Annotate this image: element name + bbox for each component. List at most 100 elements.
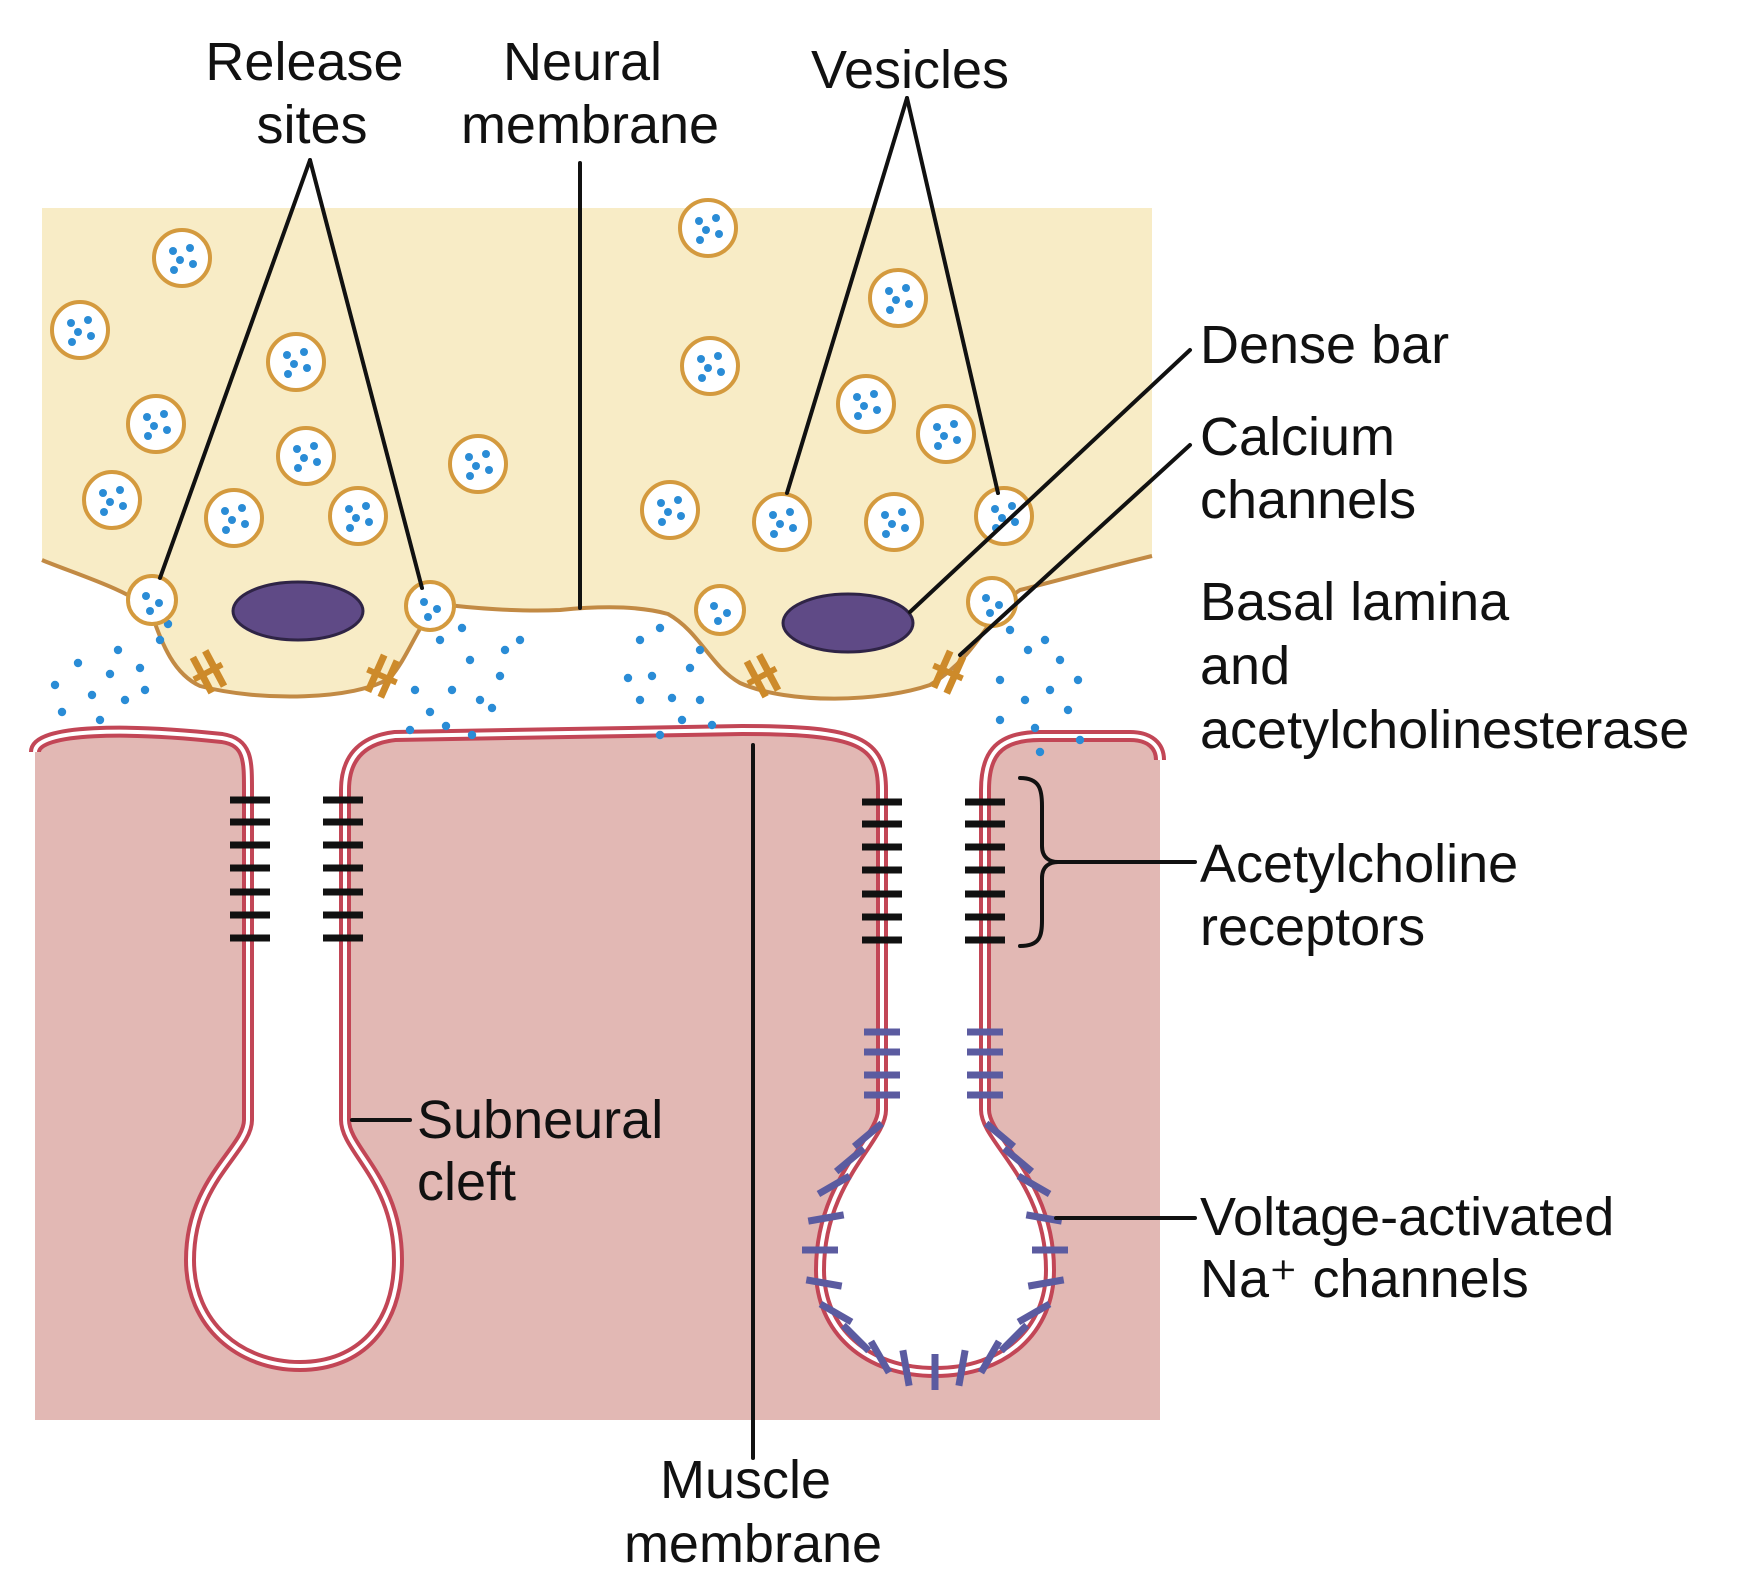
acetylcholine-dot xyxy=(176,256,184,264)
acetylcholine-dot xyxy=(940,432,948,440)
acetylcholine-dot xyxy=(1023,645,1033,655)
sodium-channel-icon xyxy=(955,1349,969,1387)
acetylcholine-dot xyxy=(303,364,311,372)
acetylcholine-dot xyxy=(120,695,130,705)
acetylcholine-dot xyxy=(99,489,107,497)
acetylcholine-dot xyxy=(170,266,178,274)
sodium-channel-bar xyxy=(1032,1246,1068,1254)
vesicle-icon xyxy=(448,434,508,494)
fusing-vesicle xyxy=(966,576,1018,628)
acetylcholine-dot xyxy=(465,655,475,665)
acetylcholine-dot xyxy=(424,613,432,621)
sodium-channel-bar xyxy=(1016,1300,1052,1326)
sodium-channel-icon xyxy=(977,1339,1003,1375)
acetylcholine-dot xyxy=(1008,502,1016,510)
sodium-channel-icon xyxy=(1027,1276,1065,1290)
acetylcholine-dot xyxy=(420,598,428,606)
leader-release-sites-right xyxy=(308,158,424,590)
acetylcholine-dot xyxy=(466,472,474,480)
vesicles-group xyxy=(50,198,1034,636)
acetylcholine-dot xyxy=(74,328,82,336)
sodium-channel-bar xyxy=(818,1300,854,1326)
acetylcholine-dot xyxy=(1030,723,1040,733)
sodium-channel-bar xyxy=(977,1339,1003,1375)
sodium-channel-bar xyxy=(955,1349,969,1387)
acetylcholine-dot xyxy=(655,730,665,740)
acetylcholine-dot xyxy=(68,338,76,346)
acetylcholine-dot xyxy=(934,442,942,450)
sodium-channel-bar xyxy=(867,1339,893,1375)
acetylcholine-dot xyxy=(447,685,457,695)
sodium-channel-icon xyxy=(802,1246,838,1254)
acetylcholine-dot xyxy=(84,316,92,324)
vesicle-icon xyxy=(974,486,1034,546)
acetylcholine-dot xyxy=(667,693,677,703)
acetylcholine-dot xyxy=(310,442,318,450)
acetylcholine-dot xyxy=(143,413,151,421)
nerve-terminal-body xyxy=(42,208,1152,699)
dense-bar-icon xyxy=(231,580,365,642)
leader-vesicles-left xyxy=(785,96,909,495)
sodium-channel-bar xyxy=(1025,1211,1063,1225)
acetylcholine-dot xyxy=(241,520,249,528)
neural-membrane xyxy=(41,554,1153,701)
muscle-membrane-inner xyxy=(33,727,1162,1375)
leader-vesicles-right xyxy=(905,96,1000,495)
acetylcholine-dot xyxy=(697,355,705,363)
acetylcholine-dot xyxy=(457,623,467,633)
acetylcholine-dot xyxy=(294,464,302,472)
acetylcholine-dot xyxy=(472,462,480,470)
sodium-channel-icon xyxy=(1016,1300,1052,1326)
calcium-channel-link xyxy=(366,666,398,686)
sodium-channel-icon xyxy=(1016,1172,1052,1198)
vesicle-icon xyxy=(916,404,976,464)
acetylcholine-dot xyxy=(405,725,415,735)
label-neural-membrane: Neural membrane xyxy=(461,32,719,155)
sodium-channel-bar xyxy=(983,1120,1017,1150)
sodium-channel-icon xyxy=(867,1339,893,1375)
acetylcholine-dot xyxy=(902,284,910,292)
acetylcholine-dot xyxy=(495,671,505,681)
sodium-channel-icon xyxy=(833,1145,867,1175)
acetylcholine-dot xyxy=(905,300,913,308)
acetylcholine-dot xyxy=(284,370,292,378)
acetylcholine-dot xyxy=(950,420,958,428)
acetylcholine-dot xyxy=(704,364,712,372)
acetylcholine-dot xyxy=(163,426,171,434)
nerve-terminal xyxy=(41,208,1153,701)
vesicle-icon xyxy=(864,492,924,552)
acetylcholine-dot xyxy=(362,502,370,510)
acetylcholine-dot xyxy=(352,514,360,522)
acetylcholine-dot xyxy=(482,450,490,458)
label-vesicles: Vesicles xyxy=(811,40,1009,100)
acetylcholine-dot xyxy=(995,715,1005,725)
acetylcholine-dot xyxy=(995,601,1003,609)
acetylcholine-dot xyxy=(87,690,97,700)
vesicle-icon xyxy=(680,336,740,396)
acetylcholine-dot xyxy=(142,592,150,600)
acetylcholine-dot xyxy=(1005,625,1015,635)
acetylcholine-dot xyxy=(1011,518,1019,526)
sodium-channel-icon xyxy=(816,1172,852,1198)
acetylcholine-dot xyxy=(696,236,704,244)
sodium-channel-bar xyxy=(851,1120,885,1150)
acetylcholine-dot xyxy=(786,508,794,516)
label-na-channels: Voltage-activated Na⁺ channels xyxy=(1200,1187,1629,1309)
acetylcholine-dot xyxy=(717,368,725,376)
leader-release-sites-left xyxy=(158,158,312,580)
release-site-vesicle-icon xyxy=(404,580,456,632)
sodium-channel-bar xyxy=(1027,1276,1065,1290)
acetylcholine-dot xyxy=(998,514,1006,522)
acetylcholine-dot xyxy=(901,524,909,532)
acetylcholine-dot xyxy=(160,410,168,418)
acetylcholine-dot xyxy=(658,518,666,526)
vesicle-icon xyxy=(868,268,928,328)
acetylcholine-dot xyxy=(655,623,665,633)
dense-bar-icon xyxy=(781,592,915,654)
acetylcholine-dot xyxy=(657,499,665,507)
acetylcholine-dot xyxy=(283,351,291,359)
sodium-channel-bar xyxy=(816,1172,852,1198)
acetylcholine-dot xyxy=(140,685,150,695)
sodium-channel-bar xyxy=(840,1322,872,1354)
